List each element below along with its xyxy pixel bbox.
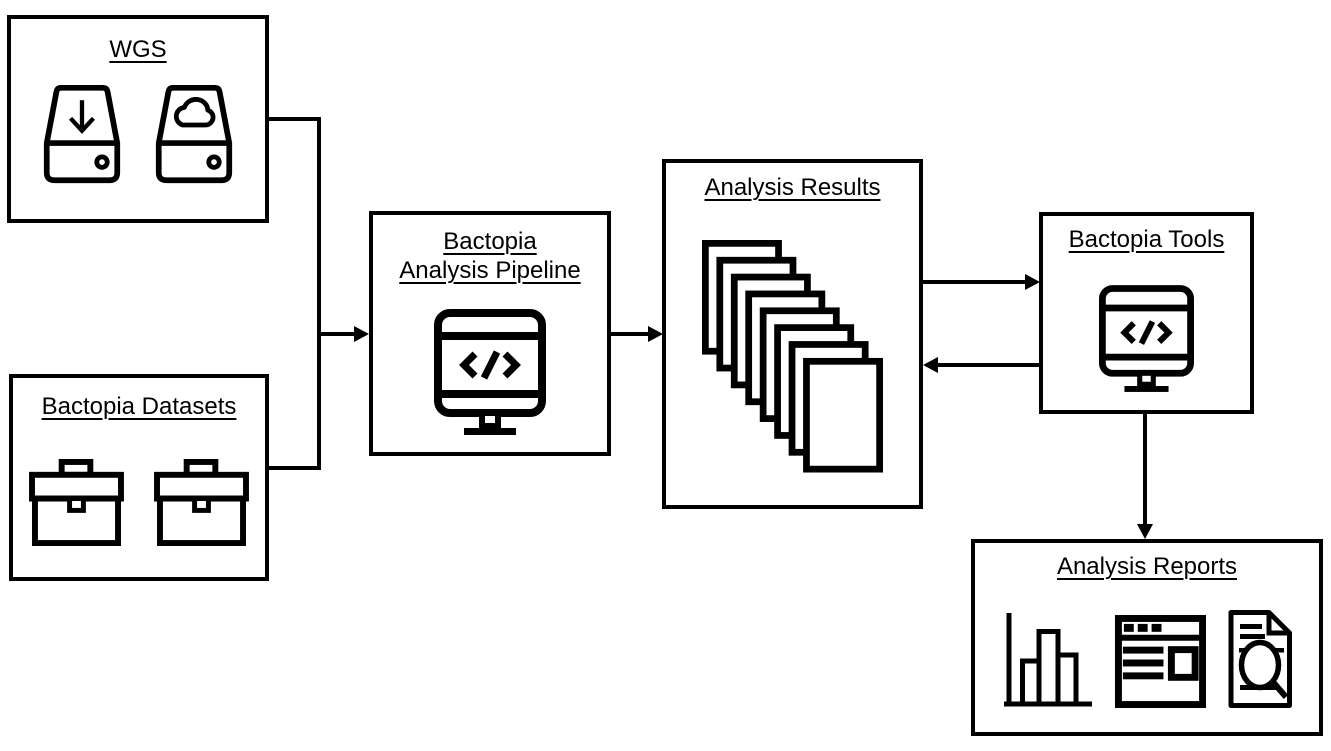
connector-results-to-tools	[921, 280, 1026, 284]
node-reports: Analysis Reports	[971, 539, 1323, 736]
arrowhead-to-pipeline	[354, 326, 369, 342]
node-reports-title: Analysis Reports	[1056, 553, 1238, 580]
toolbox-icon	[29, 459, 124, 546]
cloud-drive-icon	[155, 84, 233, 184]
node-pipeline-title-line2: Analysis Pipeline	[399, 257, 581, 284]
node-wgs-title: WGS	[109, 36, 167, 63]
tools-icon-row	[1099, 285, 1194, 392]
connector-to-pipeline	[319, 332, 356, 336]
node-datasets: Bactopia Datasets	[9, 374, 269, 581]
datasets-icon-row	[29, 459, 249, 546]
node-results: Analysis Results	[662, 159, 923, 509]
code-monitor-icon	[1099, 285, 1194, 392]
connector-tools-to-reports	[1143, 412, 1147, 526]
node-tools-title: Bactopia Tools	[1068, 226, 1225, 253]
node-tools: Bactopia Tools	[1039, 212, 1254, 414]
document-search-icon	[1228, 610, 1292, 708]
connector-datasets-out	[267, 466, 321, 470]
toolbox-icon	[154, 459, 249, 546]
bar-chart-icon	[1003, 613, 1092, 707]
browser-report-icon	[1114, 615, 1206, 708]
node-pipeline-title: Bactopia Analysis Pipeline	[399, 227, 580, 285]
download-drive-icon	[43, 84, 121, 184]
arrowhead-results-to-tools	[1025, 274, 1040, 290]
arrowhead-pipeline-to-results	[648, 326, 663, 342]
node-results-title: Analysis Results	[704, 174, 881, 201]
arrowhead-tools-to-results	[923, 357, 938, 373]
connector-wgs-out	[267, 117, 321, 121]
node-pipeline: Bactopia Analysis Pipeline	[369, 211, 611, 456]
node-pipeline-title-line1: Bactopia	[443, 228, 537, 255]
document-stack-icon	[702, 240, 883, 473]
reports-icon-row	[1002, 609, 1293, 709]
code-monitor-icon	[434, 309, 546, 435]
results-icon-row	[702, 240, 883, 473]
connector-merge-trunk	[317, 117, 321, 470]
node-datasets-title: Bactopia Datasets	[41, 393, 237, 420]
connector-pipeline-to-results	[609, 332, 649, 336]
pipeline-icon-row	[434, 309, 546, 435]
wgs-icon-row	[41, 84, 235, 185]
arrowhead-tools-to-reports	[1137, 524, 1153, 539]
connector-tools-to-results	[937, 363, 1041, 367]
node-wgs: WGS	[7, 15, 269, 223]
